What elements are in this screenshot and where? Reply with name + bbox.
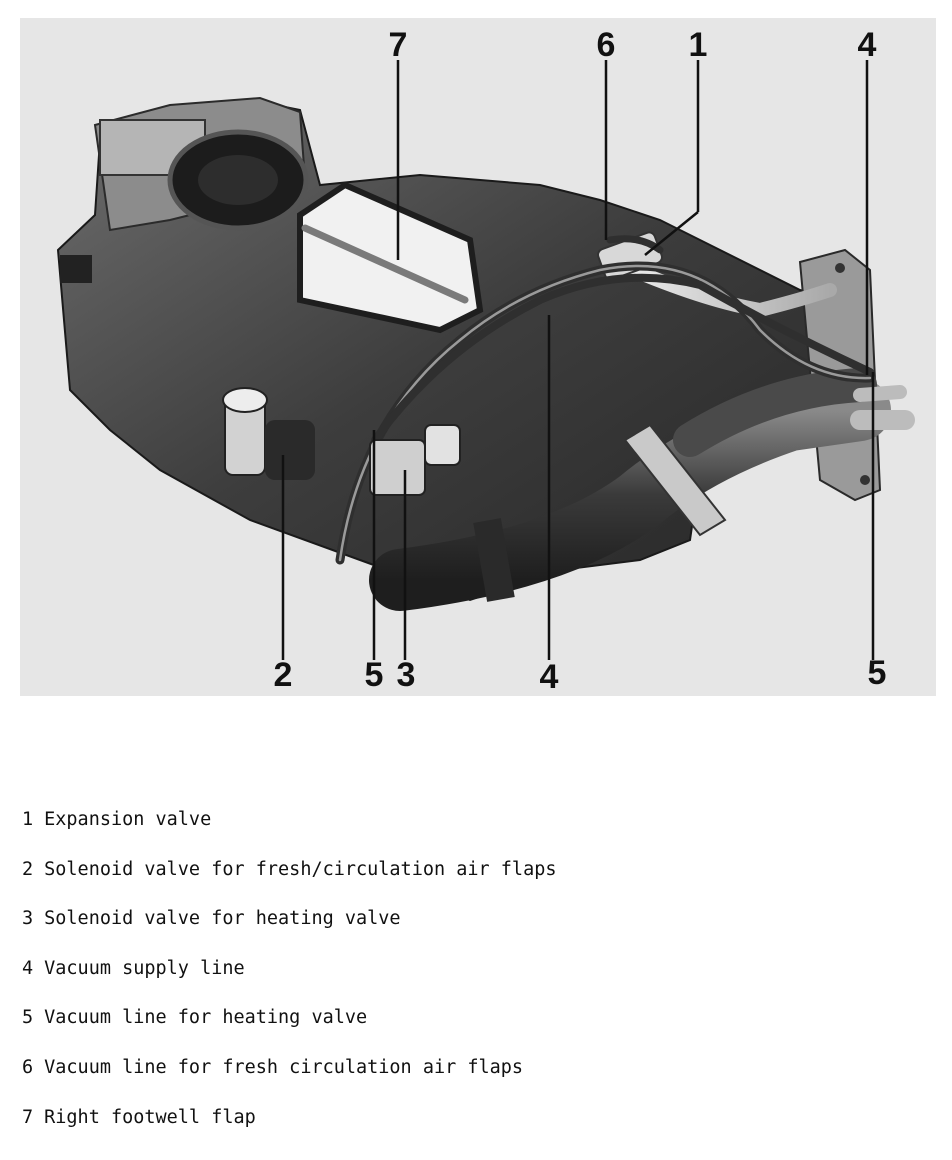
footwell-flap xyxy=(297,181,484,334)
left-mount xyxy=(60,255,92,283)
legend-number: 3 xyxy=(22,908,34,930)
callout-7: 7 xyxy=(389,26,408,64)
legend-number: 6 xyxy=(22,1056,34,1078)
upper-pipe xyxy=(673,368,877,457)
callout-4: 4 xyxy=(540,658,559,696)
callout-3: 3 xyxy=(397,656,416,694)
solenoid-cap xyxy=(222,387,268,413)
leader-line-1b xyxy=(644,211,699,256)
legend-text: Right footwell flap xyxy=(44,1106,256,1128)
callout-2: 2 xyxy=(274,656,293,694)
mounting-bracket xyxy=(623,423,727,537)
flange-bolt xyxy=(835,263,845,273)
solenoid-valve-heating-cap xyxy=(424,424,461,466)
legend-text: Solenoid valve for heating valve xyxy=(44,908,401,930)
legend-text: Vacuum line for heating valve xyxy=(44,1007,368,1029)
legend-text: Expansion valve xyxy=(44,809,212,830)
legend-item: 6 Vacuum line for fresh circulation air f… xyxy=(22,1048,922,1098)
legend-text: Vacuum line for fresh circulation air fl… xyxy=(44,1056,524,1078)
flange-bolt xyxy=(860,475,870,485)
callout-4-top: 4 xyxy=(858,26,877,64)
callout-5-right: 5 xyxy=(868,654,887,692)
legend-item: 2 Solenoid valve for fresh/circulation ai… xyxy=(22,850,922,900)
legend-item: 4 Vacuum supply line xyxy=(22,949,922,999)
component-photo: 7 6 1 4 2 5 3 4 5 xyxy=(20,18,936,696)
callout-6: 6 xyxy=(597,26,616,64)
callout-5: 5 xyxy=(365,656,384,694)
heater-unit-illustration: 7 6 1 4 2 5 3 4 5 xyxy=(20,18,936,696)
legend-number: 2 xyxy=(22,858,34,880)
legend-number: 1 xyxy=(22,809,34,830)
legend-number: 7 xyxy=(22,1106,34,1128)
solenoid-connector xyxy=(265,420,315,480)
legend-item: 7 Right footwell flap xyxy=(22,1098,922,1148)
callout-1: 1 xyxy=(689,26,708,64)
legend-item: 3 Solenoid valve for heating valve xyxy=(22,899,922,949)
solenoid-valve-heating xyxy=(369,439,426,496)
parts-legend: 1 Expansion valve 2 Solenoid valve for fre… xyxy=(22,800,922,1147)
vacuum-line-heating xyxy=(371,273,874,444)
pipe-stub xyxy=(853,385,907,402)
flap-shaft xyxy=(301,224,469,304)
leader-lines xyxy=(281,60,875,660)
vacuum-line-flaps xyxy=(606,235,664,254)
hose-clamp xyxy=(473,518,515,602)
legend-item: 5 Vacuum line for heating valve xyxy=(22,998,922,1048)
legend-item: 1 Expansion valve xyxy=(22,800,922,850)
legend-text: Solenoid valve for fresh/circulation air… xyxy=(44,858,557,880)
blower-inner xyxy=(198,155,278,205)
legend-text: Vacuum supply line xyxy=(44,957,245,979)
legend-number: 5 xyxy=(22,1007,34,1029)
legend-number: 4 xyxy=(22,957,34,979)
